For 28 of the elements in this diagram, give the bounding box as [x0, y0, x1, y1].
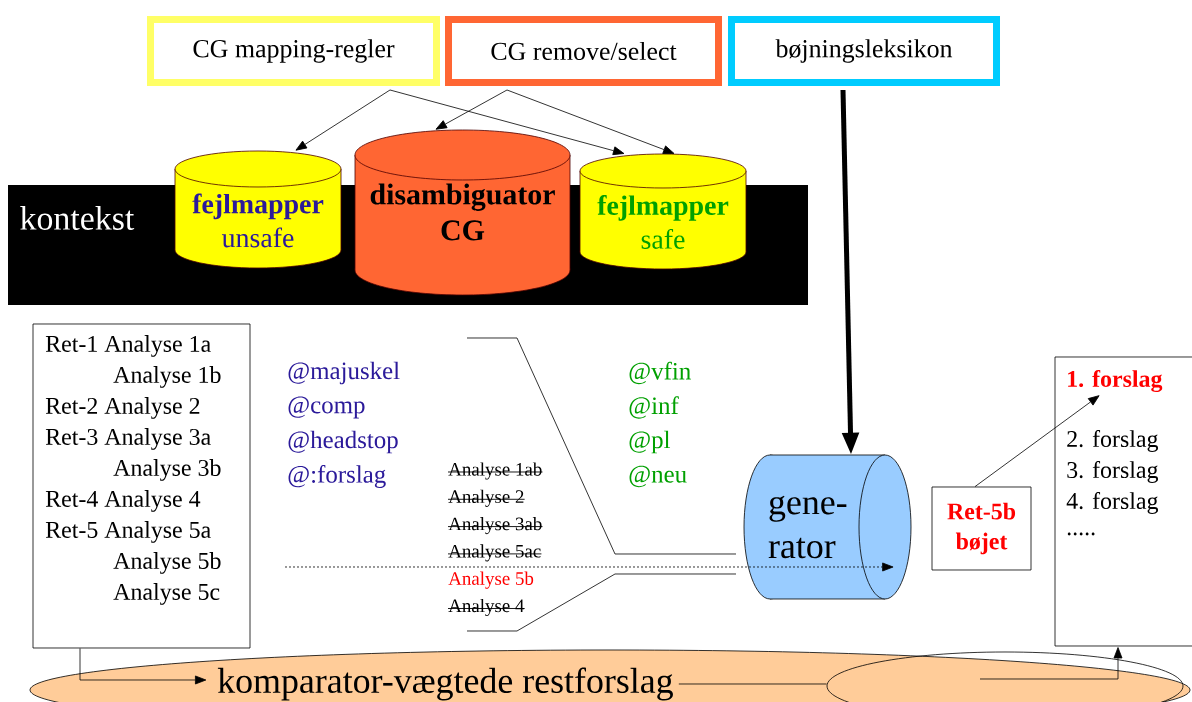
arrow — [506, 89, 675, 154]
arrow — [284, 562, 894, 572]
tag-label: @pl — [629, 430, 670, 454]
arrow — [435, 89, 508, 130]
tag-label: @neu — [629, 465, 687, 488]
result-box: Ret-5b bøjet — [931, 486, 1032, 571]
comparator-ellipse — [29, 649, 1191, 702]
tag-label: @inf — [629, 396, 679, 419]
arrow — [295, 89, 391, 151]
arrow — [979, 647, 1123, 680]
cylinder: fejlmapper unsafe — [174, 150, 342, 269]
struck-analysis-label: Analyse 1ab — [447, 462, 543, 480]
tag-label: @comp — [288, 396, 365, 419]
struck-analysis-label: Analyse 5ac — [447, 544, 542, 562]
tag-label: @majuskel — [288, 361, 400, 385]
cylinder: disambiguator CG — [354, 129, 571, 296]
comparator-label: komparator-vægtede restforslag — [217, 667, 673, 701]
arrow — [389, 89, 625, 156]
arrow — [974, 395, 1100, 487]
cylinder: fejlmapper safe — [579, 153, 747, 270]
tag-label: @headstop — [288, 430, 398, 454]
analysis-list-box: Ret-1 Analyse 1a Analyse 1b Ret-2 Analyse 2 Ret-3 Analyse 3a Analyse 3b Ret-4 Analyse 4 Ret-5 Analyse 5a Analyse 5b Analyse 5c — [32, 323, 251, 649]
arrow — [79, 648, 207, 685]
tag-label: @:forslag — [288, 465, 386, 488]
analysis-label: Analyse 5b — [448, 571, 534, 589]
generator-cylinder: gene- rator — [743, 454, 912, 600]
tag-label: @vfin — [629, 361, 691, 385]
suggestion-list-box: 1. forslag 2. forslag 3. forslag 4. forslag ..... — [1054, 356, 1192, 647]
